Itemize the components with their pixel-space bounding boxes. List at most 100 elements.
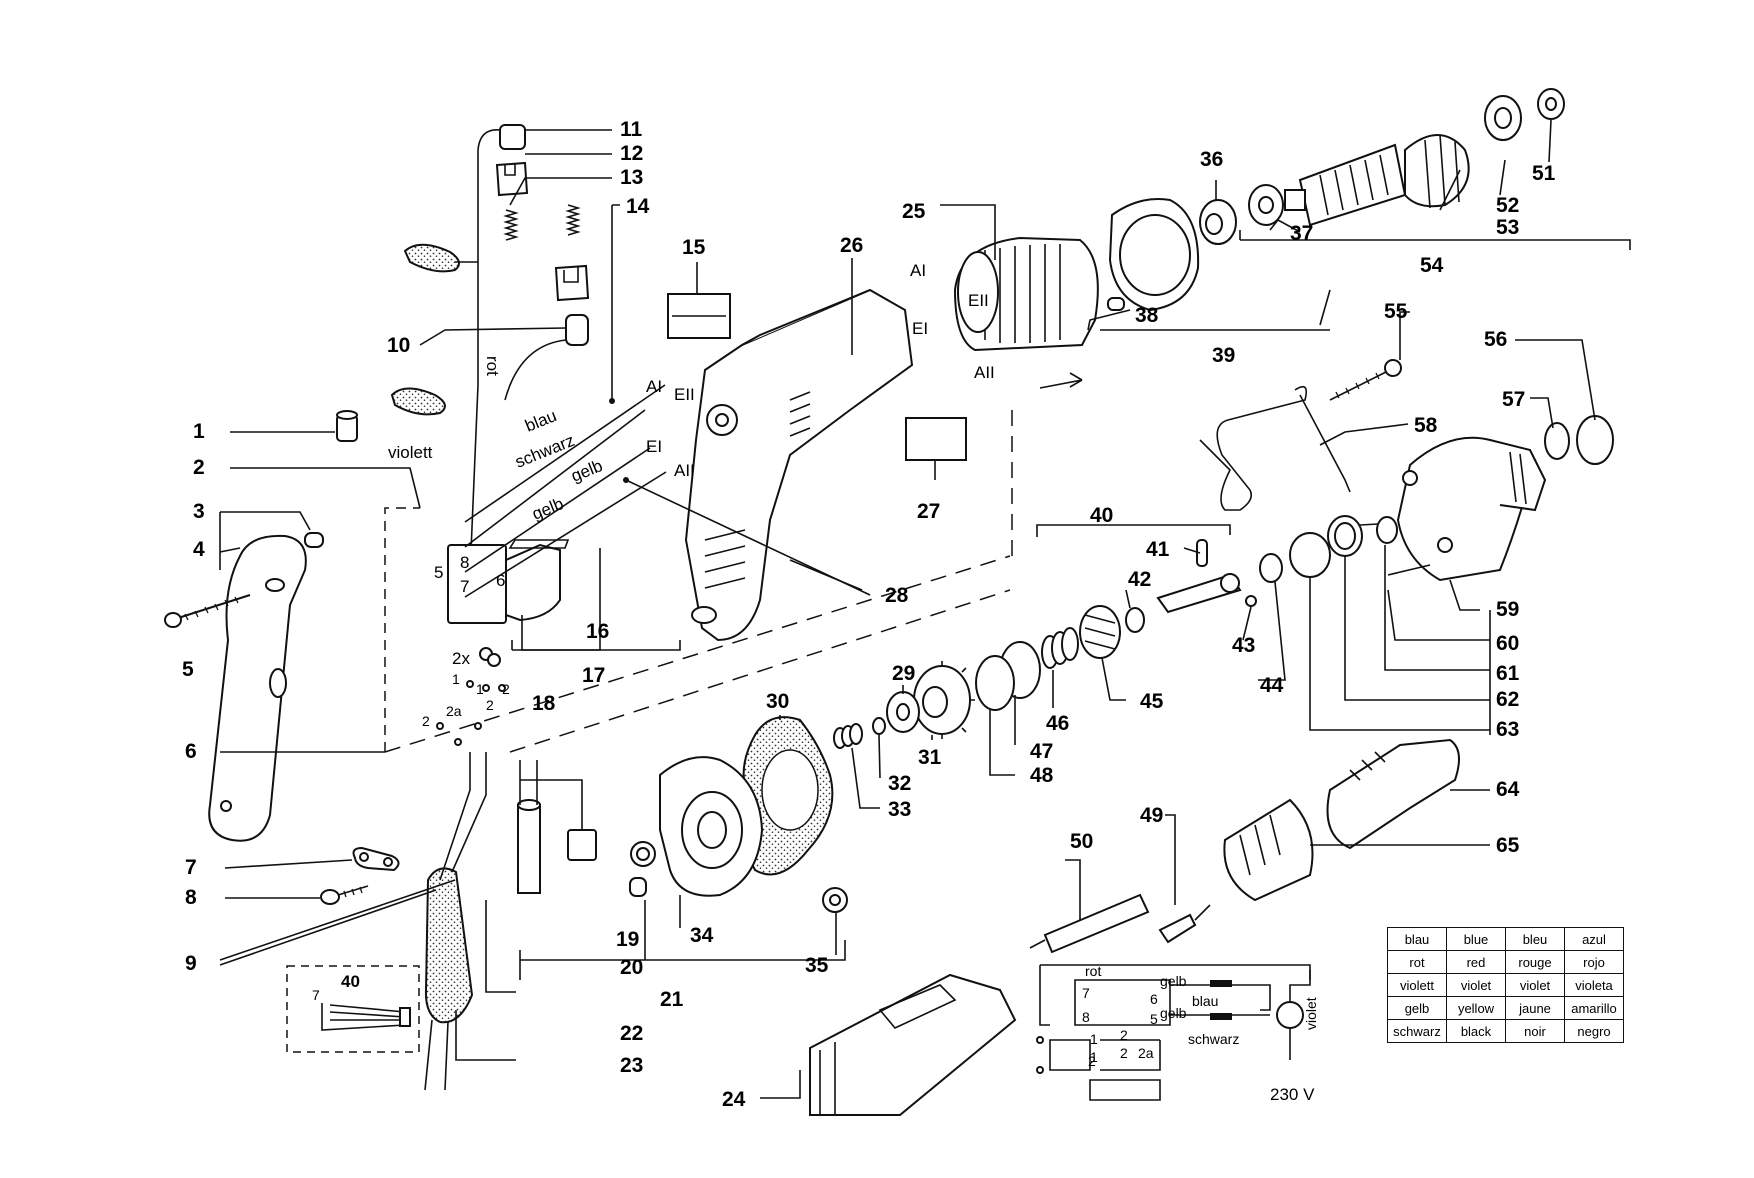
label-59: 59 (1496, 598, 1519, 621)
label-53: 53 (1496, 216, 1519, 239)
part-7-cable-clamp (352, 846, 400, 872)
label-51: 51 (1532, 162, 1556, 185)
part-49-bit (1158, 904, 1211, 944)
label-5: 5 (182, 658, 194, 681)
table-cell: yellow (1446, 996, 1506, 1020)
schem-n2c: 2 (1088, 1053, 1096, 1069)
schem-rot: rot (1085, 963, 1101, 979)
label-63: 63 (1496, 718, 1519, 741)
label-14: 14 (626, 195, 650, 218)
wire-label-blau: blau (522, 406, 559, 436)
label-43: 43 (1232, 634, 1255, 657)
label-17: 17 (582, 664, 605, 687)
part-64-chuck-adapter (1326, 738, 1460, 850)
part-31-gear (913, 661, 975, 739)
schem-n6: 6 (1150, 991, 1158, 1007)
part-34-motor-flange (659, 756, 764, 897)
schem-n7: 7 (1082, 985, 1090, 1001)
label-7: 7 (185, 856, 197, 879)
label-61: 61 (1496, 662, 1520, 685)
schem-n8: 8 (1082, 1009, 1090, 1025)
part-40-spindle (1156, 573, 1242, 614)
label-6: 6 (185, 740, 197, 763)
label-9: 9 (185, 952, 197, 975)
table-cell: red (1446, 950, 1506, 974)
label-57: 57 (1502, 388, 1525, 411)
label-18: 18 (532, 692, 556, 715)
wire-colour-table: blau blue bleu azul rot red rouge rojo v… (1387, 927, 1624, 1043)
label-64: 64 (1496, 778, 1520, 801)
part-35-bushing (822, 887, 848, 913)
part-33-spring (833, 723, 863, 749)
motor-terminal-AII: AII (974, 363, 995, 382)
wiring-schematic (1036, 964, 1311, 1101)
label-12: 12 (620, 142, 643, 165)
label-1: 1 (193, 420, 205, 443)
wire-label-rot: rot (483, 356, 502, 376)
label-55: 55 (1384, 300, 1408, 323)
label-16: 16 (586, 620, 609, 643)
table-cell: violet (1446, 973, 1506, 997)
label-45: 45 (1140, 690, 1164, 713)
schem-schwarz: schwarz (1188, 1031, 1239, 1047)
label-28: 28 (885, 584, 909, 607)
table-cell: gelb (1387, 996, 1447, 1020)
part-42-ring (1125, 607, 1145, 633)
label-42: 42 (1128, 568, 1151, 591)
label-40-detail: 40 (341, 972, 360, 991)
terminal-labels: AI EII EI AII AI EII EI AII (646, 261, 995, 480)
part-9-power-cable (424, 752, 487, 1091)
label-27: 27 (917, 500, 940, 523)
table-cell: violet (1505, 973, 1565, 997)
label-32: 32 (888, 772, 911, 795)
part-3-pin (304, 532, 324, 548)
part-22-suppressor (517, 760, 597, 894)
part-60-pin (1387, 564, 1431, 576)
label-25: 25 (902, 200, 926, 223)
part-51-ring (1537, 88, 1565, 120)
terminal-EII: EII (674, 385, 695, 404)
wire-label-gelb-2: gelb (529, 494, 566, 524)
part-5-screw (164, 594, 251, 628)
part-30-gasket (742, 716, 834, 876)
label-41: 41 (1146, 538, 1170, 561)
label-36: 36 (1200, 148, 1223, 171)
table-row: blau blue bleu azul (1387, 927, 1624, 951)
label-37: 37 (1290, 222, 1313, 245)
schem-blau: blau (1192, 993, 1218, 1009)
wire-label-violett: violett (388, 443, 433, 462)
schem-n1: 1 (1090, 1031, 1098, 1047)
label-49: 49 (1140, 804, 1163, 827)
label-38: 38 (1135, 304, 1159, 327)
wire-colour-labels: rot violett blau schwarz gelb gelb (388, 356, 605, 524)
part-52-bearing (1484, 95, 1522, 141)
table-cell: violeta (1564, 973, 1624, 997)
part-brush-holder-right (504, 264, 590, 401)
label-21: 21 (660, 988, 684, 1011)
label-31: 31 (918, 746, 942, 769)
label-60: 60 (1496, 632, 1519, 655)
label-3: 3 (193, 500, 205, 523)
schem-n2b: 2 (1120, 1045, 1128, 1061)
part-11-carbon-brush (477, 124, 526, 151)
label-4: 4 (193, 538, 205, 561)
schematic-labels: rot gelb blau gelb schwarz violet 230 V … (1082, 963, 1319, 1104)
label-65: 65 (1496, 834, 1520, 857)
label-44: 44 (1260, 674, 1284, 697)
part-53-armature (1284, 134, 1470, 227)
table-cell: black (1446, 1019, 1506, 1043)
table-cell: violett (1387, 973, 1447, 997)
part-43-ball (1245, 595, 1257, 607)
table-cell: noir (1505, 1019, 1565, 1043)
table-cell: negro (1564, 1019, 1624, 1043)
part-6-side-handle (208, 534, 307, 842)
switch-pin-5: 5 (434, 563, 443, 582)
label-52: 52 (1496, 194, 1519, 217)
label-62: 62 (1496, 688, 1519, 711)
part-38-cap-and-bearing-plate (1107, 198, 1200, 312)
term-2b: 2 (422, 713, 430, 729)
part-58-wire-bracket (1199, 385, 1351, 511)
table-cell: jaune (1505, 996, 1565, 1020)
table-cell: rojo (1564, 950, 1624, 974)
